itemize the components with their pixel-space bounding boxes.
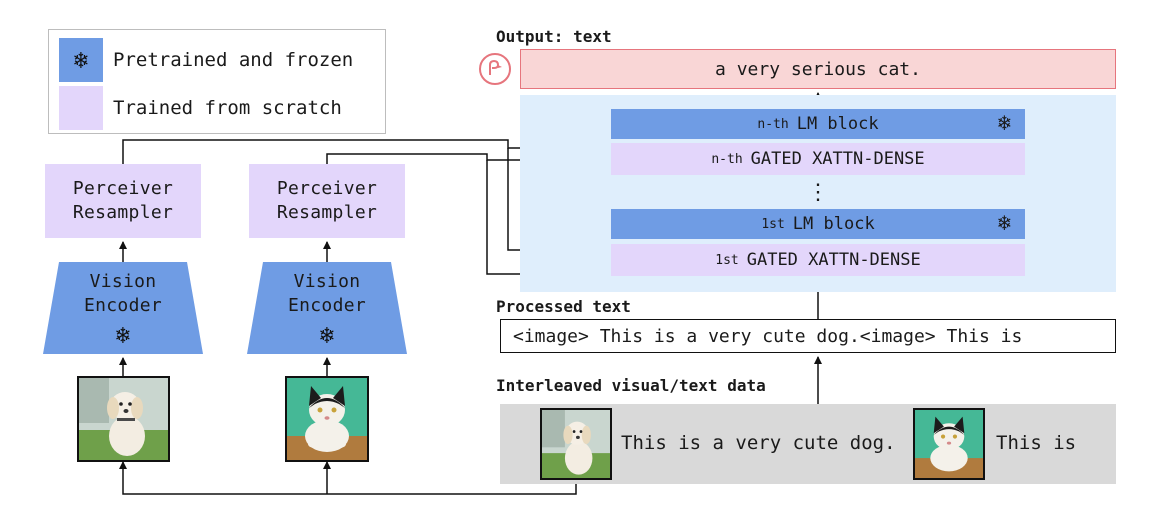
vision-encoder-1: Vision Encoder ❄	[43, 262, 203, 354]
legend-frozen-label: Pretrained and frozen	[113, 49, 354, 71]
encoder-label-line1: Vision	[89, 271, 157, 292]
nth-xattn-label: GATED XATTN-DENSE	[750, 149, 925, 169]
resampler-label-line1: Perceiver	[276, 178, 378, 199]
legend: ❄ Pretrained and frozen Trained from scr…	[48, 29, 386, 134]
snowflake-icon: ❄	[319, 321, 335, 349]
first-lm-block: 1st LM block ❄	[611, 209, 1025, 239]
stack-ellipsis: ⋮	[807, 179, 829, 205]
legend-frozen-swatch: ❄	[59, 38, 103, 82]
snowflake-icon: ❄	[115, 321, 131, 349]
output-text: a very serious cat.	[715, 58, 921, 80]
vision-encoder-2: Vision Encoder ❄	[247, 262, 407, 354]
perceiver-resampler-2: Perceiver Resampler	[249, 164, 405, 238]
resampler-label-line1: Perceiver	[72, 178, 174, 199]
snowflake-icon: ❄	[997, 211, 1011, 236]
legend-scratch-label: Trained from scratch	[113, 97, 342, 119]
processed-title: Processed text	[496, 297, 631, 316]
interleaved-text-1: This is a very cute dog.	[621, 432, 896, 454]
first-lm-prefix: 1st	[761, 216, 785, 232]
processed-text-box: <image> This is a very cute dog.<image> …	[500, 319, 1116, 353]
first-gated-xattn-dense: 1st GATED XATTN-DENSE	[611, 244, 1025, 276]
dog-image	[540, 408, 612, 480]
encoder-label-line1: Vision	[293, 271, 361, 292]
legend-scratch-swatch	[59, 86, 103, 130]
encoder-label-line2: Encoder	[84, 295, 162, 316]
encoder-label-line2: Encoder	[288, 295, 366, 316]
output-text-box: a very serious cat.	[520, 49, 1116, 89]
processed-text: <image> This is a very cute dog.<image> …	[513, 325, 1023, 347]
resampler-label-line2: Resampler	[72, 202, 174, 223]
resampler-label-line2: Resampler	[276, 202, 378, 223]
cat-image	[913, 408, 985, 480]
snowflake-icon: ❄	[73, 46, 89, 74]
cat-image	[285, 376, 369, 462]
interleaved-text-2: This is	[996, 432, 1077, 454]
flamingo-icon	[479, 53, 511, 85]
first-xattn-prefix: 1st	[715, 252, 739, 268]
perceiver-resampler-1: Perceiver Resampler	[45, 164, 201, 238]
dog-image	[77, 376, 170, 462]
first-xattn-label: GATED XATTN-DENSE	[746, 250, 921, 270]
nth-xattn-prefix: n-th	[711, 151, 743, 167]
nth-gated-xattn-dense: n-th GATED XATTN-DENSE	[611, 143, 1025, 175]
bottom-bus-line	[119, 461, 577, 495]
nth-lm-block: n-th LM block ❄	[611, 109, 1025, 139]
snowflake-icon: ❄	[997, 111, 1011, 136]
nth-lm-label: LM block	[796, 114, 879, 134]
output-title: Output: text	[496, 27, 612, 46]
nth-lm-prefix: n-th	[757, 116, 789, 132]
first-lm-label: LM block	[792, 214, 875, 234]
interleaved-title: Interleaved visual/text data	[496, 376, 766, 395]
